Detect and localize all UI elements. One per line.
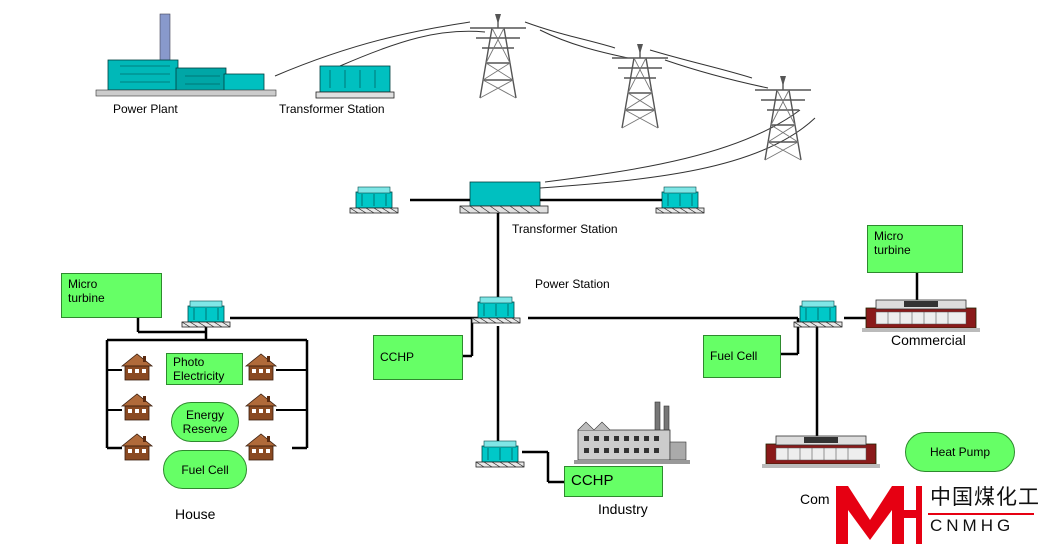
energy-reserve-line1: Energy <box>185 408 225 422</box>
commercial-building-icon <box>861 299 981 333</box>
transformer-station-top-label: Transformer Station <box>279 102 385 116</box>
fuel-cell-right-box: Fuel Cell <box>703 335 781 378</box>
factory-icon <box>574 401 690 464</box>
transformer-icon <box>181 300 231 328</box>
logo-cn-text: 中国煤化工 <box>930 486 1040 509</box>
photo-electricity-box: Photo Electricity <box>166 353 243 385</box>
house-icon <box>245 433 277 461</box>
cchp-center-box: CCHP <box>373 335 463 380</box>
industry-label: Industry <box>598 501 648 517</box>
energy-reserve-pill: Energy Reserve <box>171 402 239 442</box>
power-station-label: Power Station <box>535 277 610 291</box>
transformer-icon <box>475 440 525 468</box>
micro-turbine-left-box: Micro turbine <box>61 273 162 318</box>
commercial-building-icon <box>761 435 881 469</box>
heat-pump-pill: Heat Pump <box>905 432 1015 472</box>
micro-turbine-right-line2: turbine <box>874 243 911 257</box>
photo-electricity-line2: Electricity <box>173 369 225 383</box>
commercial-label: Commercial <box>891 332 966 348</box>
transmission-wires <box>274 21 816 189</box>
transformer-icon <box>315 65 395 99</box>
pylon-icon <box>469 13 527 99</box>
micro-turbine-left-line2: turbine <box>68 291 105 305</box>
transformer-icon <box>471 296 521 324</box>
house-icon <box>245 393 277 421</box>
distribution-lines <box>105 198 919 484</box>
heat-pump-text: Heat Pump <box>929 445 991 459</box>
transformer-icon <box>459 181 549 214</box>
photo-electricity-line1: Photo <box>173 355 205 369</box>
micro-turbine-right-line1: Micro <box>874 229 904 243</box>
house-icon <box>121 433 153 461</box>
commercial-bottom-label: Com <box>800 491 830 507</box>
transformer-icon <box>655 186 705 214</box>
transformer-station-mid-label: Transformer Station <box>512 222 618 236</box>
cchp-center-text: CCHP <box>380 350 415 364</box>
power-plant-label: Power Plant <box>113 102 178 116</box>
fuel-cell-house-text: Fuel Cell <box>181 462 229 477</box>
transformer-icon <box>793 300 843 328</box>
cchp-industry-box: CCHP <box>564 466 663 497</box>
fuel-cell-house-pill: Fuel Cell <box>163 450 247 489</box>
micro-turbine-left-line1: Micro <box>68 277 98 291</box>
power-plant-icon <box>95 13 277 97</box>
house-icon <box>121 393 153 421</box>
house-icon <box>245 353 277 381</box>
logo-mark <box>836 486 1034 544</box>
house-label: House <box>175 506 216 522</box>
logo-en-text: CNMHG <box>930 516 1015 535</box>
cchp-industry-text: CCHP <box>571 472 614 489</box>
pylon-icon <box>754 75 812 161</box>
house-icon <box>121 353 153 381</box>
house-connectors <box>107 369 307 411</box>
micro-turbine-right-box: Micro turbine <box>867 225 963 273</box>
transformer-icon <box>349 186 399 214</box>
fuel-cell-right-text: Fuel Cell <box>710 349 758 363</box>
energy-reserve-line2: Reserve <box>182 422 228 436</box>
